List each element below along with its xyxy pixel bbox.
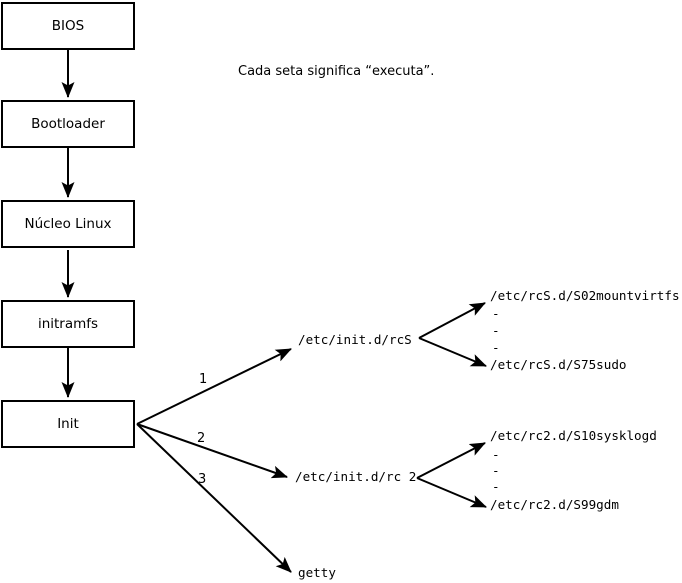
arrow-rc2-to-last-script — [416, 477, 487, 508]
arrow-order-label-2: 2 — [197, 431, 206, 446]
box-initramfs: initramfs — [1, 300, 135, 348]
arrow-order-label-3: 3 — [198, 472, 207, 487]
arrow-init-to-rc2 — [136, 423, 288, 479]
box-bootloader-label: Bootloader — [31, 116, 105, 132]
rc2-first-script: /etc/rc2.d/S10sysklogd — [490, 428, 657, 443]
rc2-ellipsis-dash-2: - — [492, 463, 500, 478]
rcS-ellipsis-dash-2: - — [492, 323, 500, 338]
rc2-ellipsis-dash-1: - — [492, 447, 500, 462]
target-rcS-label: /etc/init.d/rcS — [298, 332, 412, 347]
arrow-rcS-to-last-script — [418, 337, 487, 367]
arrow-rcS-to-first-script — [418, 302, 486, 339]
box-bios: BIOS — [1, 2, 135, 50]
rcS-last-script: /etc/rcS.d/S75sudo — [490, 357, 627, 372]
box-initramfs-label: initramfs — [37, 316, 99, 332]
box-linux-kernel: Núcleo Linux — [1, 200, 135, 248]
box-bootloader: Bootloader — [1, 100, 135, 148]
rcS-ellipsis-dash-3: - — [492, 340, 500, 355]
box-bios-label: BIOS — [51, 18, 85, 34]
target-getty-label: getty — [298, 565, 336, 580]
target-rc2-label: /etc/init.d/rc 2 — [295, 469, 417, 484]
rc2-ellipsis-dash-3: - — [492, 479, 500, 494]
arrow-meaning-note: Cada seta significa “executa”. — [238, 64, 435, 79]
arrow-order-label-1: 1 — [199, 372, 208, 387]
arrow-init-to-getty — [136, 423, 292, 573]
box-init: Init — [1, 400, 135, 448]
box-linux-kernel-label: Núcleo Linux — [24, 216, 112, 232]
rcS-ellipsis-dash-1: - — [492, 306, 500, 321]
box-init-label: Init — [57, 416, 79, 432]
arrow-init-to-rcS — [136, 348, 292, 425]
rc2-last-script: /etc/rc2.d/S99gdm — [490, 497, 619, 512]
rcS-first-script: /etc/rcS.d/S02mountvirtfs — [490, 288, 680, 303]
arrow-rc2-to-first-script — [416, 442, 486, 479]
